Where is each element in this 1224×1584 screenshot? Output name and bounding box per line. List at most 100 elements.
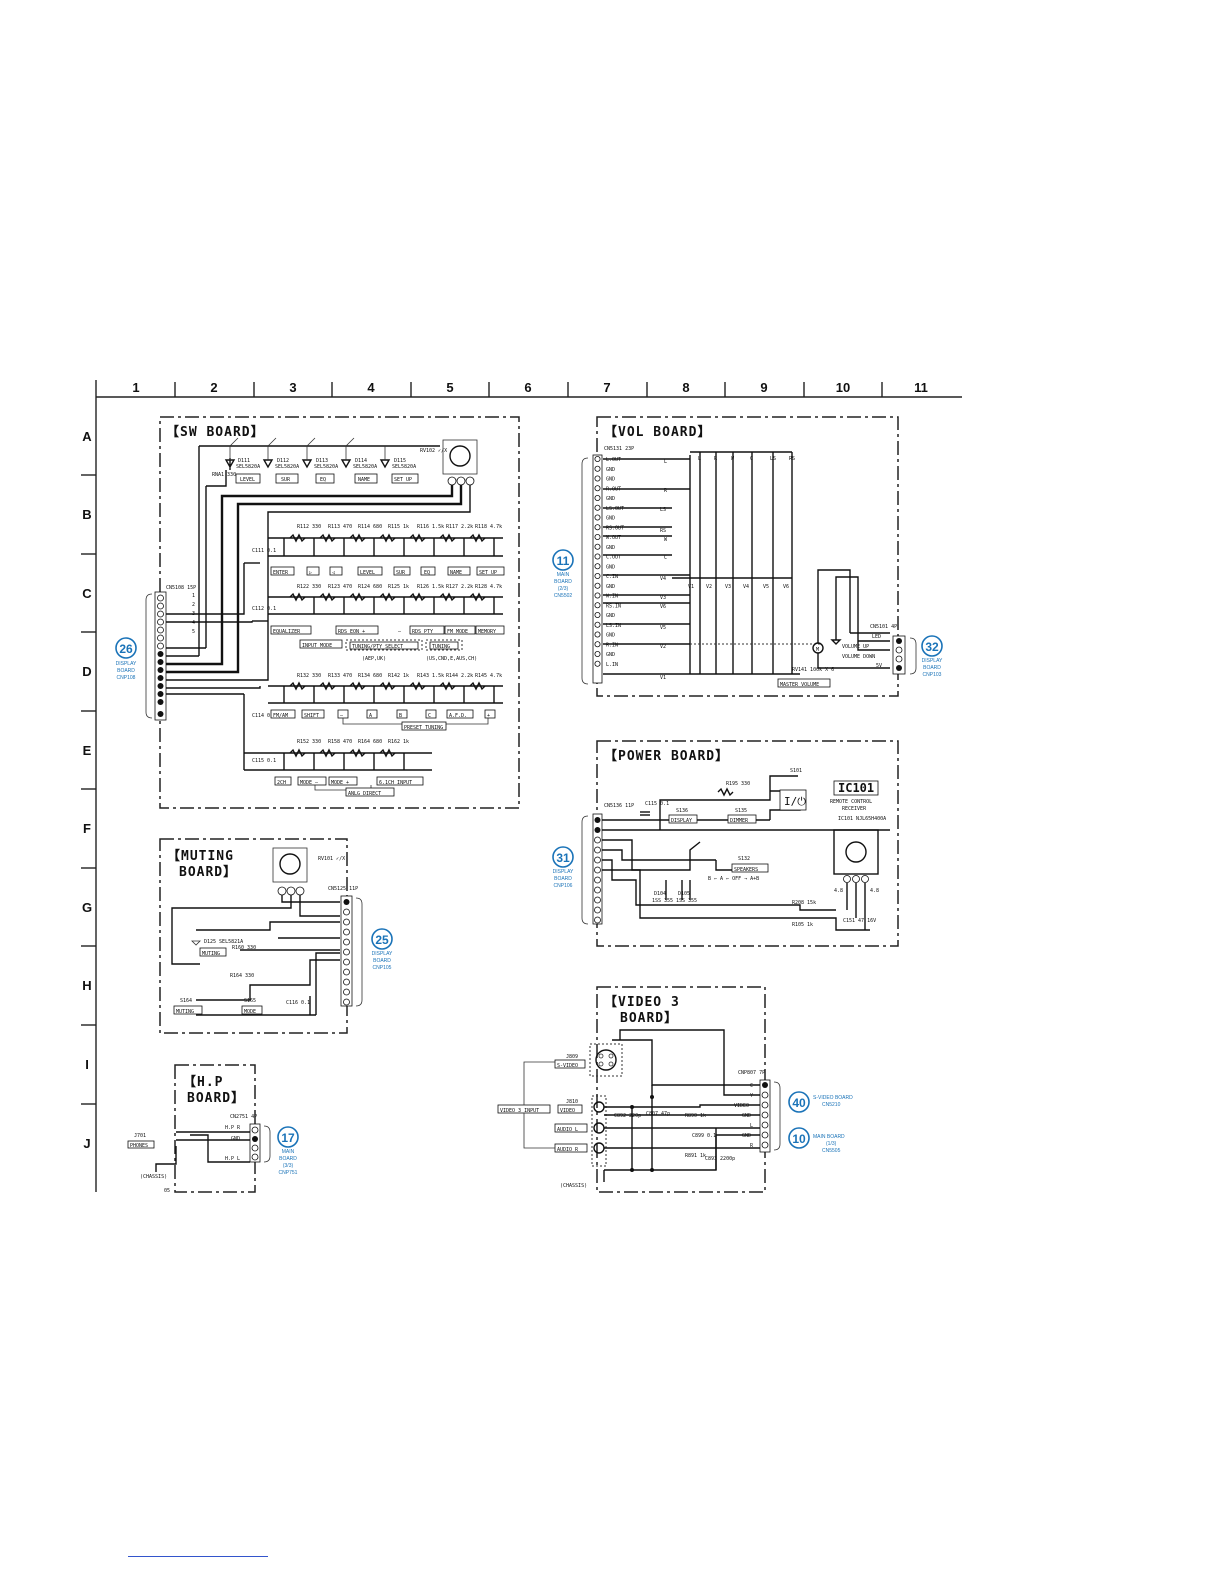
ref-main-board-17: 17 MAIN BOARD (3/3) CNP751 — [277, 1126, 299, 1176]
svg-text:MEMORY: MEMORY — [478, 629, 496, 635]
svg-text:C111 0.1: C111 0.1 — [252, 548, 276, 554]
svg-text:RV141 100k X 6: RV141 100k X 6 — [792, 667, 834, 673]
svg-text:R116 1.5k: R116 1.5k — [417, 524, 444, 530]
col-label: 4 — [367, 380, 375, 395]
ref-display-board-31: 31 DISPLAY BOARD CNP106 — [552, 846, 574, 889]
svg-text:CN5125 11P: CN5125 11P — [328, 886, 358, 892]
svg-text:R117 2.2k: R117 2.2k — [446, 524, 473, 530]
vol-pin-label: GND — [606, 496, 615, 502]
svg-text:CNP108: CNP108 — [117, 675, 136, 681]
svg-text:GND: GND — [742, 1133, 751, 1139]
svg-text:PRESET TUNING: PRESET TUNING — [404, 725, 443, 731]
sw-board-title: 【SW BOARD】 — [166, 424, 265, 440]
col-label: 11 — [914, 380, 928, 395]
svg-text:TUNING/PTY SELECT: TUNING/PTY SELECT — [352, 644, 403, 650]
svg-text:BOARD: BOARD — [554, 579, 572, 585]
svg-text:SHIFT: SHIFT — [304, 713, 319, 719]
vol-pin-label: GND — [606, 467, 615, 473]
sw-row-2: R122 330 R123 470 R124 680 R125 1k R126 … — [166, 584, 505, 662]
sw-connector-pins — [157, 594, 164, 717]
svg-text:D104: D104 — [654, 891, 666, 897]
vol-board-title: 【VOL BOARD】 — [604, 424, 711, 440]
svg-text:10: 10 — [792, 1132, 806, 1146]
svg-text:BOARD: BOARD — [117, 668, 135, 674]
svg-text:R105 1k: R105 1k — [792, 922, 813, 928]
svg-text:J810: J810 — [566, 1099, 578, 1105]
row-label: E — [83, 743, 92, 758]
svg-text:I/⏻: I/⏻ — [784, 795, 806, 808]
svg-text:FM/AM: FM/AM — [273, 713, 288, 719]
svg-text:BOARD】: BOARD】 — [187, 1090, 245, 1106]
footer-link-line — [128, 1556, 268, 1557]
svg-text:17: 17 — [281, 1131, 295, 1145]
svg-text:MUTING: MUTING — [176, 1009, 194, 1015]
svg-text:S135: S135 — [735, 808, 747, 814]
video3-board: 【VIDEO 3 BOARD】 CNP807 7P C Y VIDEO GND … — [497, 986, 781, 1193]
svg-text:EQ: EQ — [424, 570, 430, 576]
svg-text:NAME: NAME — [450, 570, 462, 576]
svg-text:L: L — [750, 1123, 753, 1129]
svg-text:V4: V4 — [660, 576, 666, 582]
col-label: 7 — [603, 380, 610, 395]
svg-text:【MUTING: 【MUTING — [167, 848, 234, 864]
muting-connector-pins — [343, 899, 350, 1006]
svg-text:R118 4.7k: R118 4.7k — [475, 524, 502, 530]
svg-text:R113 470: R113 470 — [328, 524, 352, 530]
svg-text:VIDEO 3 INPUT: VIDEO 3 INPUT — [500, 1108, 539, 1114]
svg-text:32: 32 — [925, 640, 939, 654]
svg-text:V6: V6 — [660, 604, 666, 610]
col-label: 1 — [132, 380, 139, 395]
ref-display-board-26: 26 DISPLAY BOARD CNP108 — [115, 637, 137, 681]
vol-pin-label: GND — [606, 633, 615, 639]
svg-text:DISPLAY: DISPLAY — [922, 658, 943, 664]
vol-pin-label: RS.OUT — [606, 525, 624, 531]
svg-text:C114 0.1: C114 0.1 — [252, 713, 276, 719]
vol-connector-pin — [594, 504, 601, 511]
hp-board: 【H.P BOARD】 CN2751 4P H.P R GND H.P L J7… — [127, 1064, 271, 1194]
svg-text:R126 1.5k: R126 1.5k — [417, 584, 444, 590]
svg-text:R133 470: R133 470 — [328, 673, 352, 679]
vol-pin-label: GND — [606, 584, 615, 590]
led-ref: D115 — [394, 458, 406, 464]
svg-text:R145 4.7k: R145 4.7k — [475, 673, 502, 679]
svg-text:J809: J809 — [566, 1054, 578, 1060]
svg-text:AUDIO R: AUDIO R — [557, 1147, 579, 1153]
svg-text:1SS 355: 1SS 355 — [652, 898, 673, 904]
svg-text:SPEAKERS: SPEAKERS — [734, 867, 758, 873]
svg-text:MASTER VOLUME: MASTER VOLUME — [780, 682, 819, 688]
svg-text:4.8: 4.8 — [834, 888, 843, 894]
svg-text:BOARD】: BOARD】 — [179, 864, 237, 880]
vol-connector-pin — [594, 534, 601, 541]
vol-pin-label: GND — [606, 477, 615, 483]
vol-connector-pin — [594, 582, 601, 589]
svg-text:05: 05 — [164, 1188, 170, 1194]
col-label: 5 — [446, 380, 453, 395]
svg-text:(3/3): (3/3) — [283, 1163, 294, 1169]
svg-text:【H.P: 【H.P — [183, 1074, 223, 1090]
vol-pin-label: L.IN — [606, 662, 618, 668]
vol-pin-label: W.IN — [606, 594, 618, 600]
svg-text:(AEP,UK): (AEP,UK) — [362, 656, 386, 662]
svg-text:C: C — [750, 456, 753, 462]
svg-text:◁: ◁ — [332, 570, 335, 576]
ref-svideo-board-40: 40 S-VIDEO BOARD CN5210 — [788, 1091, 853, 1113]
svg-text:W: W — [731, 456, 735, 462]
svg-text:CN2751 4P: CN2751 4P — [230, 1114, 257, 1120]
svg-text:(CHASSIS): (CHASSIS) — [560, 1183, 587, 1189]
svg-text:B: B — [399, 713, 402, 719]
svg-text:MODE –: MODE – — [300, 780, 319, 786]
vol-connector-pin — [594, 631, 601, 638]
svg-text:VIDEO: VIDEO — [734, 1103, 749, 1109]
svg-text:1: 1 — [192, 593, 195, 599]
svg-text:R144 2.2k: R144 2.2k — [446, 673, 473, 679]
svg-text:C: C — [428, 713, 431, 719]
ref-display-board-25: 25 DISPLAY BOARD CNP105 — [371, 928, 393, 971]
svg-text:MODE: MODE — [244, 1009, 256, 1015]
svg-text:S164: S164 — [180, 998, 192, 1004]
ref-main-board-10: 10 MAIN BOARD (1/3) CN5505 — [788, 1127, 845, 1154]
svg-text:A: A — [369, 713, 372, 719]
svg-text:C807 47p: C807 47p — [646, 1111, 670, 1117]
col-label: 8 — [682, 380, 689, 395]
vol-connector-pin — [594, 573, 601, 580]
led-label: SUR — [281, 477, 291, 483]
